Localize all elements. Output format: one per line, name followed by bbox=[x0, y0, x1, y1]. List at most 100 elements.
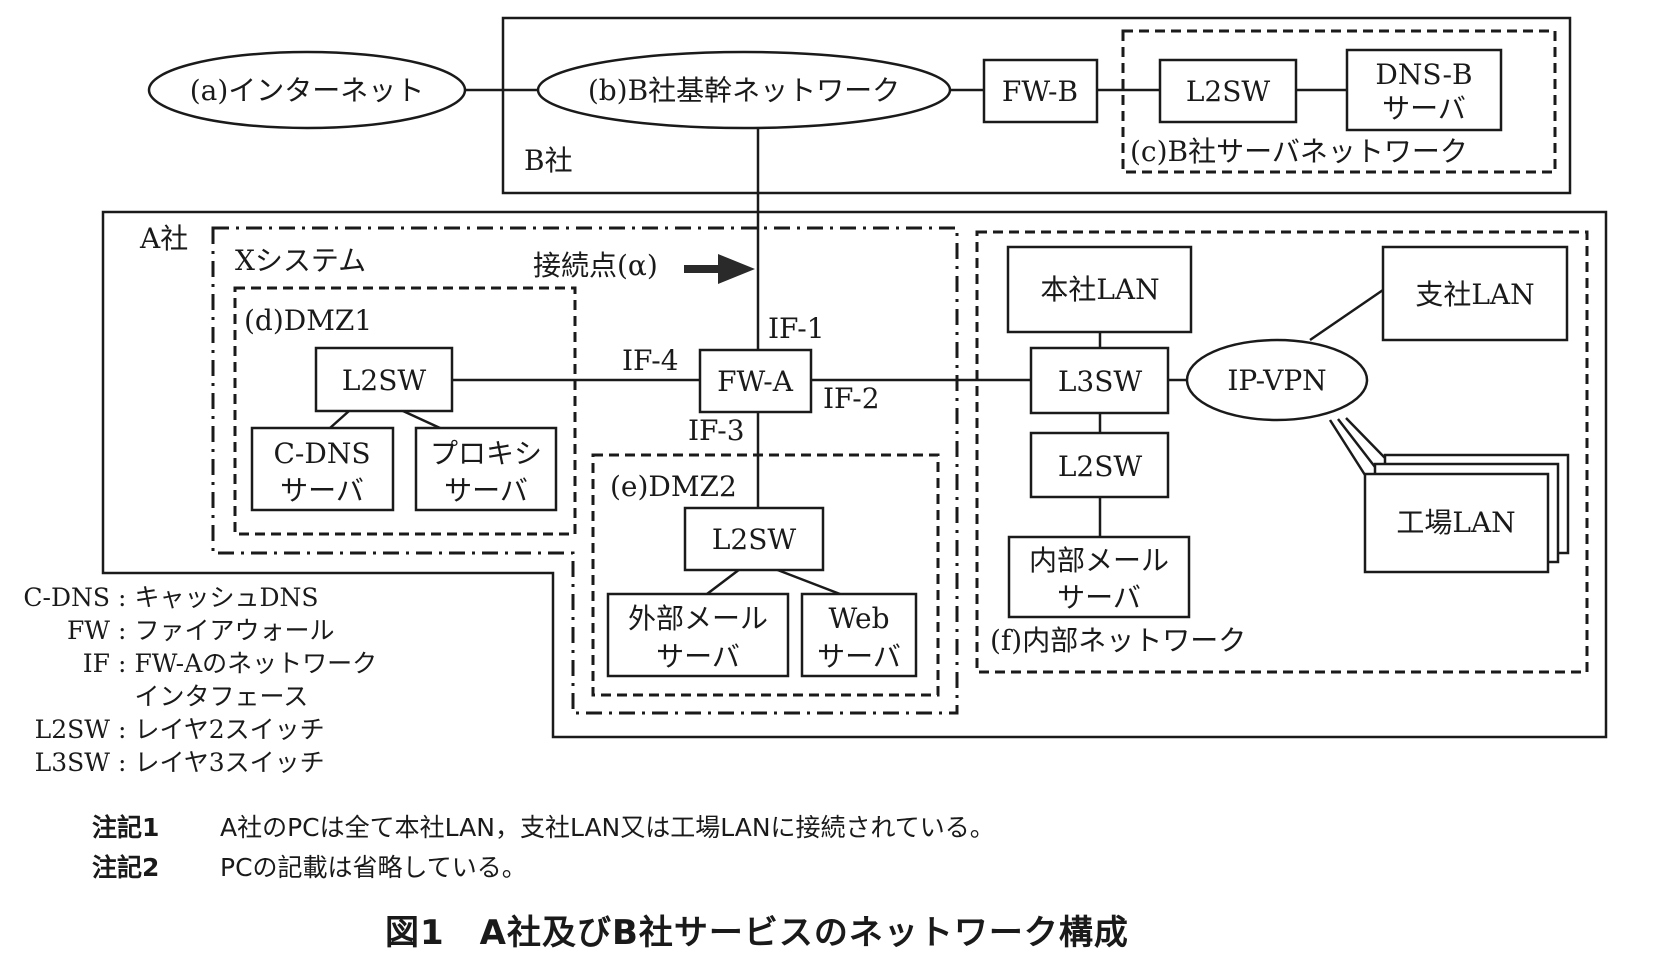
wire-ipvpn-factory-1 bbox=[1328, 419, 1367, 476]
svg-text:IP-VPN: IP-VPN bbox=[1227, 364, 1326, 397]
connection-point-label: 接続点(α) bbox=[533, 249, 658, 282]
legend-row: :インタフェース bbox=[0, 680, 377, 713]
node-fw-a: FW-A bbox=[698, 348, 813, 414]
legend-abbr: FW bbox=[66, 616, 110, 645]
note-1: 注記1 A社のPCは全て本社LAN，支社LAN又は工場LANに接続されている。 bbox=[92, 808, 995, 844]
node-fw-b: FW-B bbox=[982, 58, 1099, 124]
wire-ipvpn-factory-3 bbox=[1345, 417, 1386, 459]
legend-sep: : bbox=[118, 715, 127, 744]
legend-row: FW:ファイアウォール bbox=[0, 614, 377, 647]
wire-dmz2-l2sw-web bbox=[774, 567, 841, 596]
node-proxy-server: プロキシ サーバ bbox=[414, 426, 558, 512]
legend-desc: インタフェース bbox=[134, 682, 309, 711]
node-hq-lan: 本社LAN bbox=[1006, 245, 1193, 334]
zone-company-b bbox=[501, 16, 1572, 195]
legend-row: L3SW:レイヤ3スイッチ bbox=[0, 746, 377, 779]
wire-ipvpn-factory-2 bbox=[1337, 418, 1376, 468]
note-text: PCの記載は省略している。 bbox=[220, 853, 527, 882]
legend-desc: ファイアウォール bbox=[134, 616, 335, 645]
svg-text:(b)B社基幹ネットワーク: (b)B社基幹ネットワーク bbox=[588, 74, 900, 107]
legend-abbr: L2SW bbox=[34, 715, 110, 744]
node-dns-b-server: DNS-B サーバ bbox=[1345, 48, 1503, 132]
svg-text:サーバ: サーバ bbox=[817, 640, 901, 673]
svg-text:DNS-B: DNS-B bbox=[1375, 58, 1472, 91]
zone-dmz1-label: (d)DMZ1 bbox=[244, 304, 372, 337]
connection-point-arrow-icon bbox=[684, 254, 755, 284]
svg-text:(a)インターネット: (a)インターネット bbox=[190, 74, 425, 107]
note-label: 注記2 bbox=[92, 853, 160, 882]
svg-text:プロキシ: プロキシ bbox=[430, 437, 542, 470]
svg-text:サーバ: サーバ bbox=[280, 474, 364, 507]
legend-desc: レイヤ2スイッチ bbox=[134, 715, 325, 744]
node-cdns-server: C-DNS サーバ bbox=[250, 426, 395, 512]
interface-if3: IF-3 bbox=[688, 414, 745, 447]
svg-text:L2SW: L2SW bbox=[1058, 450, 1143, 483]
svg-text:サーバ: サーバ bbox=[1057, 581, 1141, 614]
zone-b-server-network-label: (c)B社サーバネットワーク bbox=[1130, 135, 1468, 168]
zone-dmz2-label: (e)DMZ2 bbox=[610, 470, 737, 503]
svg-text:FW-B: FW-B bbox=[1002, 75, 1078, 108]
node-b-l2sw: L2SW bbox=[1158, 58, 1298, 124]
zone-internal-network-label: (f)内部ネットワーク bbox=[990, 624, 1246, 657]
svg-text:L3SW: L3SW bbox=[1058, 365, 1143, 398]
legend-sep: : bbox=[118, 649, 127, 678]
note-2: 注記2 PCの記載は省略している。 bbox=[92, 848, 527, 884]
svg-text:支社LAN: 支社LAN bbox=[1415, 278, 1534, 311]
cloud-b-backbone: (b)B社基幹ネットワーク bbox=[536, 50, 952, 130]
interface-if1: IF-1 bbox=[768, 312, 825, 345]
svg-text:サーバ: サーバ bbox=[656, 640, 740, 673]
node-branch-lan: 支社LAN bbox=[1381, 245, 1569, 342]
interface-if2: IF-2 bbox=[823, 382, 880, 415]
zone-b-server-network bbox=[1121, 29, 1557, 174]
node-internal-l2sw: L2SW bbox=[1029, 431, 1170, 499]
svg-text:L2SW: L2SW bbox=[342, 364, 427, 397]
legend-desc: レイヤ3スイッチ bbox=[134, 748, 325, 777]
svg-text:L2SW: L2SW bbox=[1186, 75, 1271, 108]
node-dmz2-l2sw: L2SW bbox=[683, 506, 825, 572]
legend-desc: FW-Aのネットワーク bbox=[134, 649, 378, 678]
svg-text:工場LAN: 工場LAN bbox=[1396, 506, 1515, 539]
wire-ipvpn-branch bbox=[1309, 288, 1384, 342]
svg-text:外部メール: 外部メール bbox=[628, 602, 768, 635]
zone-internal-network bbox=[975, 230, 1589, 674]
cloud-internet: (a)インターネット bbox=[147, 50, 467, 130]
svg-text:Web: Web bbox=[829, 602, 890, 635]
zone-company-a bbox=[101, 210, 1608, 739]
svg-text:サーバ: サーバ bbox=[444, 474, 528, 507]
node-internal-mail-server: 内部メール サーバ bbox=[1007, 535, 1191, 619]
note-label: 注記1 bbox=[92, 813, 160, 842]
svg-text:内部メール: 内部メール bbox=[1029, 544, 1169, 577]
legend: C-DNS:キャッシュDNS FW:ファイアウォール IF:FW-Aのネットワー… bbox=[0, 581, 377, 779]
zone-company-a-label: A社 bbox=[139, 222, 188, 255]
legend-sep: : bbox=[118, 583, 127, 612]
node-external-mail-server: 外部メール サーバ bbox=[606, 592, 790, 678]
legend-row: L2SW:レイヤ2スイッチ bbox=[0, 713, 377, 746]
node-factory-lan: 工場LAN bbox=[1363, 453, 1570, 574]
interface-if4: IF-4 bbox=[622, 344, 679, 377]
note-text: A社のPCは全て本社LAN，支社LAN又は工場LANに接続されている。 bbox=[220, 813, 995, 842]
figure-caption: 図1 A社及びB社サービスのネットワーク構成 bbox=[385, 913, 1129, 953]
zone-dmz2 bbox=[591, 453, 940, 697]
svg-text:L2SW: L2SW bbox=[712, 523, 797, 556]
wire-dmz1-l2sw-proxy bbox=[402, 409, 441, 430]
svg-text:C-DNS: C-DNS bbox=[273, 437, 370, 470]
legend-desc: キャッシュDNS bbox=[134, 583, 319, 612]
legend-abbr: L3SW bbox=[34, 748, 110, 777]
legend-sep: : bbox=[118, 748, 127, 777]
node-web-server: Web サーバ bbox=[800, 592, 918, 678]
zone-company-b-label: B社 bbox=[524, 144, 573, 177]
node-l3sw: L3SW bbox=[1029, 346, 1170, 415]
svg-text:サーバ: サーバ bbox=[1382, 92, 1466, 125]
legend-abbr: C-DNS bbox=[23, 583, 110, 612]
node-dmz1-l2sw: L2SW bbox=[314, 346, 454, 413]
zone-dmz1 bbox=[233, 286, 577, 536]
wire-dmz1-l2sw-cdns bbox=[329, 410, 350, 429]
legend-row: C-DNS:キャッシュDNS bbox=[0, 581, 377, 614]
legend-sep: : bbox=[118, 616, 127, 645]
legend-abbr: IF bbox=[82, 649, 110, 678]
svg-text:FW-A: FW-A bbox=[717, 365, 794, 398]
legend-row: IF:FW-Aのネットワーク bbox=[0, 647, 377, 680]
cloud-ipvpn: IP-VPN bbox=[1185, 338, 1369, 422]
wire-dmz2-l2sw-extmail bbox=[706, 568, 741, 595]
